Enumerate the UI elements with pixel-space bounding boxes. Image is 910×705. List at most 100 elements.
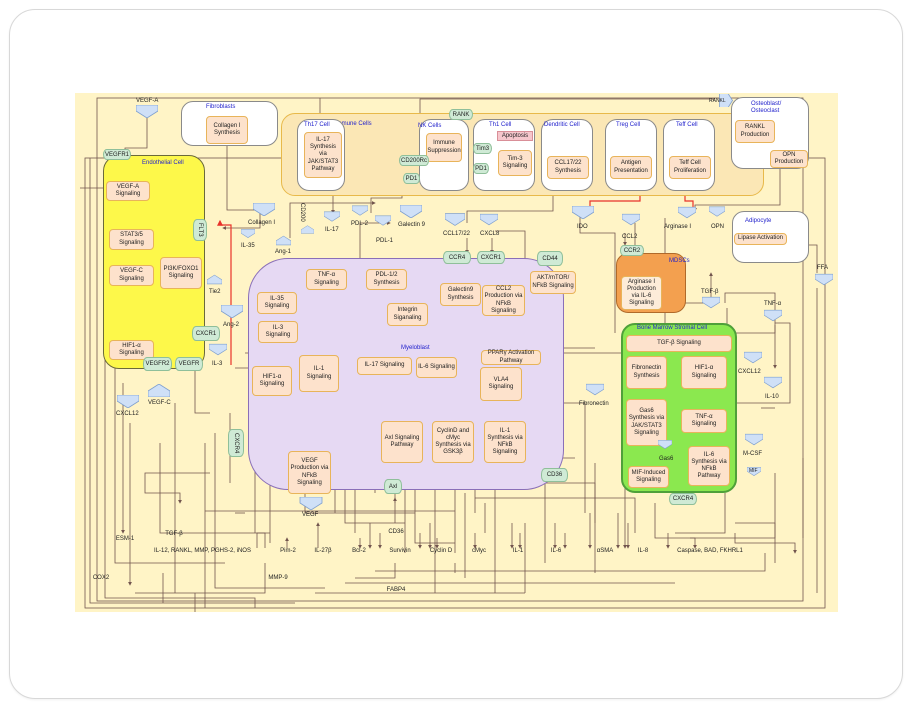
ang2-ligand-shape[interactable] (221, 305, 243, 318)
tie2-ligand-shape[interactable] (207, 273, 222, 286)
bcl2-output[interactable]: Bcl-2 (343, 546, 375, 556)
il35-signaling-process[interactable]: IL-35 Signaling (257, 292, 297, 314)
il6-signaling-process[interactable]: IL-6 Signaling (416, 357, 457, 378)
akt-mtor-nfkb-process[interactable]: AKT/mTOR/ NFkB Signaling (530, 271, 576, 294)
il3-signaling-process[interactable]: IL-3 Signaling (258, 321, 298, 343)
pim2-output[interactable]: Pim-2 (272, 546, 304, 556)
vegfr1-receptor[interactable]: VEGFR1 (103, 149, 131, 160)
il3-ligand-shape[interactable] (209, 343, 227, 356)
pdl2-ligand-shape[interactable] (352, 204, 368, 217)
mif-ligand-shape[interactable] (747, 465, 761, 478)
hif1a-myeloblast-process[interactable]: HIF1-α Signaling (252, 366, 292, 396)
ccr4-receptor[interactable]: CCR4 (443, 251, 471, 264)
rankl-ligand-shape[interactable] (715, 94, 737, 107)
cd200-ligand-shape[interactable] (301, 223, 314, 236)
ccl2-ligand-shape[interactable] (622, 213, 640, 226)
vegf-production-process[interactable]: VEGF Production via NFkB Signaling (288, 451, 331, 494)
opn-production-process[interactable]: OPN Production (770, 150, 808, 168)
il1-signaling-process[interactable]: IL-1 Signaling (299, 355, 339, 392)
galectin9-ligand-shape[interactable] (400, 205, 422, 218)
caspase-output[interactable]: Caspase, BAD, FKHRL1 (665, 546, 755, 556)
antigen-presentation-process[interactable]: Antigen Presentation (610, 156, 652, 179)
integrin-signaling-process[interactable]: Integrin Siganaling (387, 303, 428, 326)
ccl2-production-process[interactable]: CCL2 Production via NFkB Signaling (482, 285, 525, 316)
ido-ligand-shape[interactable] (572, 206, 594, 219)
survivin-output[interactable]: Survivin (384, 546, 416, 556)
il1-output[interactable]: IL-1 (501, 546, 535, 556)
cd36-output[interactable]: CD36 (380, 527, 412, 537)
rank-receptor[interactable]: RANK (449, 109, 473, 120)
cxcl12-right-ligand-shape[interactable] (744, 351, 762, 364)
pi3k-foxo1-signaling-process[interactable]: PI3K/FOXO1 Signaling (160, 257, 202, 289)
mmp9-output[interactable]: MMP-9 (260, 573, 296, 583)
il1-synthesis-process[interactable]: IL-1 Synthesis via NFkB Signaling (484, 421, 526, 463)
vegfc-ligand-shape[interactable] (148, 384, 170, 397)
il35-ligand-shape[interactable] (241, 227, 255, 240)
cyclind-output[interactable]: Cyclin D (424, 546, 458, 556)
stat35-signaling-process[interactable]: STAT3/5 Signaling (109, 229, 154, 250)
axl-signaling-process[interactable]: Axl Signaling Pathway (381, 421, 423, 463)
ccr2-receptor[interactable]: CCR2 (620, 245, 644, 256)
apoptosis-phenotype[interactable]: Apoptosis (497, 131, 533, 141)
tgfb-signaling-process[interactable]: TGF-β Signaling (626, 335, 732, 352)
vla4-signaling-process[interactable]: VLA4 Signaling (480, 367, 522, 401)
ffa-ligand-shape[interactable] (815, 273, 833, 286)
fibronectin-synthesis-process[interactable]: Fibronectin Synthesis (626, 356, 667, 389)
rankl-production-process[interactable]: RANKL Production (735, 120, 775, 143)
arginase-ligand-shape[interactable] (678, 206, 696, 219)
cxcr4-bmsc-receptor[interactable]: CXCR4 (669, 493, 697, 505)
il10-ligand-shape[interactable] (764, 376, 782, 389)
tgfb-output[interactable]: TGF-β (156, 529, 192, 539)
cxcl12-left-ligand-shape[interactable] (117, 395, 139, 408)
ppar-gamma-process[interactable]: PPARγ Activation Pathway (481, 350, 541, 365)
cd36-receptor[interactable]: CD36 (541, 468, 568, 482)
collagen-synthesis-process[interactable]: Collagen I Synthesis (206, 116, 248, 144)
fabp4-output[interactable]: FABP4 (380, 585, 412, 595)
collagen-ligand-shape[interactable] (253, 203, 275, 216)
esm1-output[interactable]: ESM-1 (108, 534, 142, 544)
lipase-activation-process[interactable]: Lipase Activation (734, 233, 787, 245)
gas6-ligand-shape[interactable] (658, 438, 672, 451)
tnfa-signaling-process[interactable]: TNF-α Signaling (306, 269, 347, 290)
cmyc-output[interactable]: cMyc (466, 546, 492, 556)
immune-suppression-process[interactable]: Immune Suppression (426, 133, 462, 162)
asma-output[interactable]: αSMA (588, 546, 622, 556)
pdl12-synthesis-process[interactable]: PDL-1/2 Synthesis (366, 269, 407, 290)
mcsf-ligand-shape[interactable] (745, 433, 763, 446)
il6-synthesis-process[interactable]: IL-6 Synthesis via NFkB Pathway (688, 446, 730, 486)
ccl1722-synthesis-process[interactable]: CCL17/22 Synthesis (547, 156, 589, 179)
vegf-ligand-shape[interactable] (297, 497, 325, 510)
tim3-receptor[interactable]: Tim3 (473, 143, 492, 154)
vegfc-signaling-process[interactable]: VEGF-C Signaling (109, 265, 154, 286)
cxcl8-ligand-shape[interactable] (480, 213, 498, 226)
galectin9-synthesis-process[interactable]: Galectin9 Synthesis (440, 283, 481, 306)
il12-rankl-output[interactable]: IL-12, RANKL, MMP, PGHS-2, iNOS (135, 546, 270, 556)
pdl1-ligand-shape[interactable] (375, 214, 391, 227)
axl-receptor[interactable]: Axl (384, 479, 402, 494)
gas6-synthesis-process[interactable]: Gas6 Synthesis via JAK/STAT3 Signaling (626, 399, 667, 446)
flt3-receptor[interactable]: FLT3 (193, 219, 207, 241)
cd200rc-receptor[interactable]: CD200Rc (399, 155, 429, 166)
cxcr1-left-receptor[interactable]: CXCR1 (192, 326, 220, 341)
cd44-receptor[interactable]: CD44 (537, 251, 563, 266)
mif-signaling-process[interactable]: MIF-Induced Signaling (628, 466, 669, 488)
hif1a-bmsc-process[interactable]: HIF1-α Signaling (681, 356, 727, 389)
vegfr2-receptor[interactable]: VEGFR2 (143, 357, 172, 371)
cyclind-cmyc-process[interactable]: CyclinD and cMyc Synthesis via GSK3β (432, 421, 474, 463)
teff-proliferation-process[interactable]: Teff Cell Proliferation (669, 156, 711, 179)
hif1a-endothelial-process[interactable]: HIF1-α Signaling (109, 340, 154, 360)
tnfa-bmsc-process[interactable]: TNF-α Signaling (681, 409, 727, 433)
il6-output[interactable]: IL-6 (539, 546, 573, 556)
il27b-output[interactable]: IL-27β (307, 546, 339, 556)
vegfa-ligand-shape[interactable] (136, 105, 158, 118)
vegfa-signaling-process[interactable]: VEGF-A Signaling (106, 181, 150, 201)
ang1-ligand-shape[interactable] (276, 234, 291, 247)
cxcr4-left-receptor[interactable]: CXCR4 (228, 429, 244, 457)
tnfa-ligand-shape[interactable] (764, 309, 782, 322)
arginase-production-process[interactable]: Arginase I Production via IL-6 Signaling (621, 276, 662, 310)
cxcr1-top-receptor[interactable]: CXCR1 (477, 251, 505, 264)
pd1-nk-receptor[interactable]: PD1 (403, 173, 420, 184)
opn-ligand-shape[interactable] (709, 205, 725, 218)
il8-output[interactable]: IL-8 (626, 546, 660, 556)
il17-synthesis-process[interactable]: IL-17 Synthesis via JAK/STAT3 Pathway (304, 132, 342, 178)
